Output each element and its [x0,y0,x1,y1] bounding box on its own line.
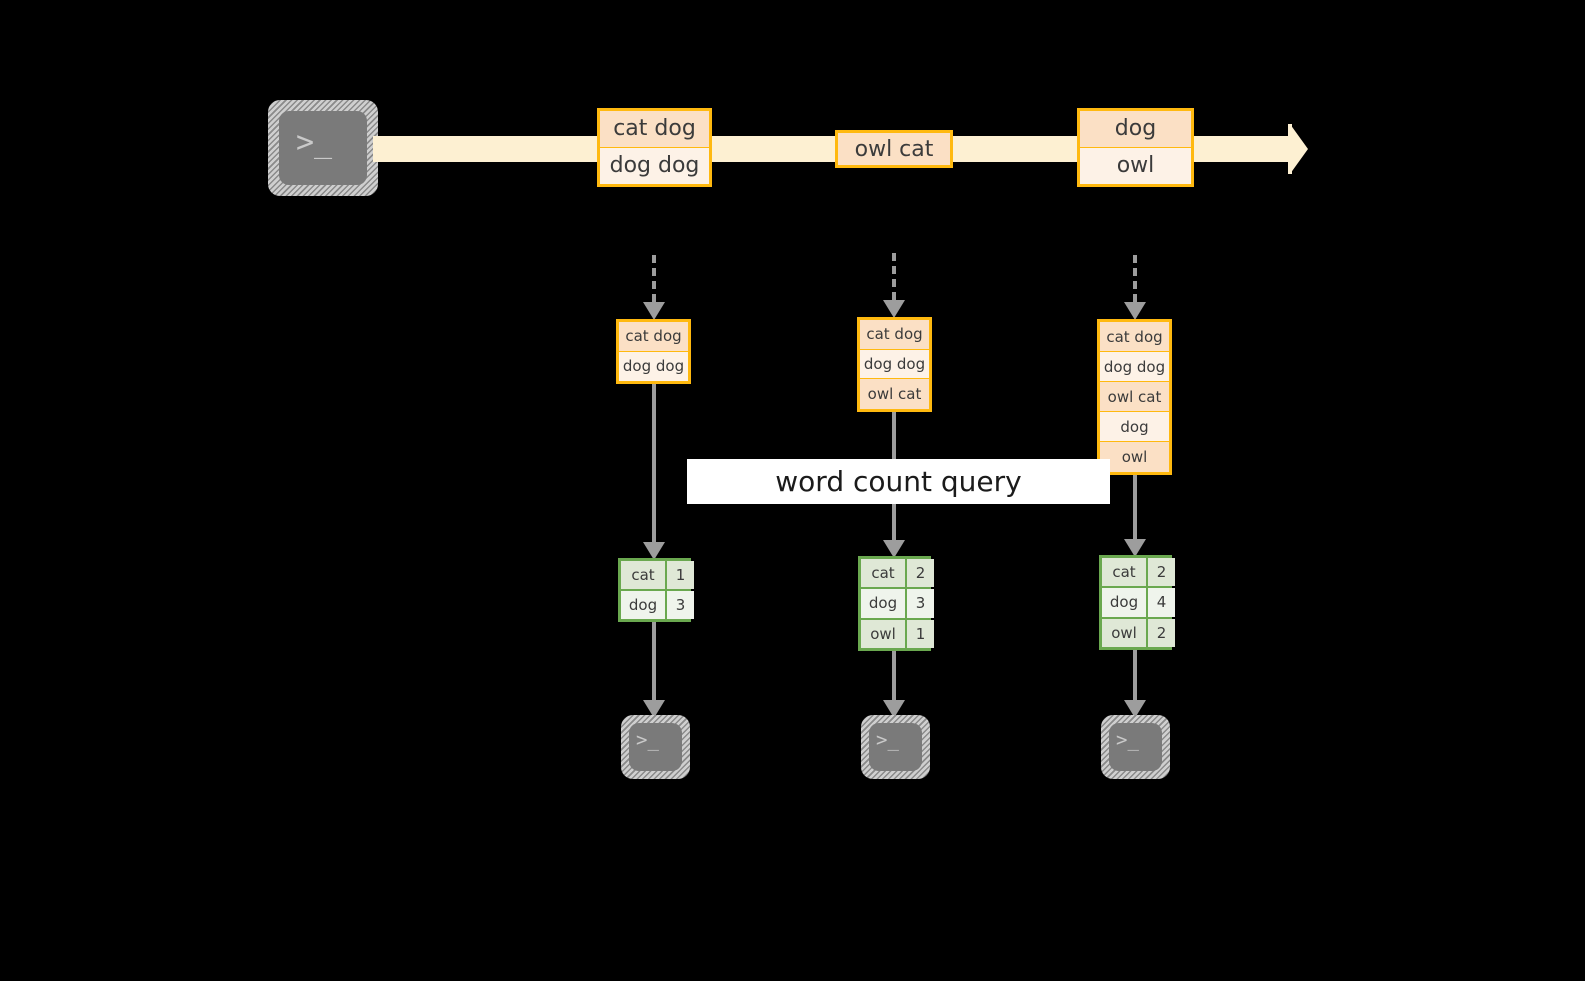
connector-arrow-head-icon [883,540,905,558]
connector-line [652,384,656,542]
snapshot-to-result-connector-1 [643,384,665,560]
connector-arrow-head-icon [1124,700,1146,718]
snapshot-stack-3: cat dog dog dog owl cat dog owl [1097,319,1172,475]
count-cell: 2 [1148,558,1175,587]
query-label-band: word count query [687,459,1110,504]
connector-arrow-head-icon [1124,302,1146,320]
connector-line [1133,650,1137,700]
record-line: dog dog [600,147,709,184]
result-to-sink-connector-3 [1124,650,1146,718]
connector-arrow-head-icon [643,700,665,718]
sink-terminal-icon-1: >_ [621,715,690,779]
count-cell: 3 [667,591,694,619]
terminal-face [629,723,682,771]
stream-to-snapshot-connector-1 [643,255,665,320]
table-row: cat 2 [1102,558,1175,589]
stream-record-3: dog owl [1077,108,1194,187]
table-row: dog 4 [1102,588,1175,619]
snapshot-stack-2: cat dog dog dog owl cat [857,317,932,412]
word-cell: cat [1102,558,1148,587]
connector-line [1133,475,1137,539]
connector-arrow-head-icon [883,300,905,318]
connector-arrow-head-icon [643,542,665,560]
record-line: owl [1080,147,1191,184]
terminal-face [279,111,367,185]
word-cell: dog [1102,588,1148,617]
word-cell: dog [861,589,907,618]
connector-line [892,651,896,700]
snapshot-line: dog [1100,412,1169,442]
stream-record-2: owl cat [835,130,953,168]
snapshot-line: owl [1100,442,1169,472]
record-line: owl cat [838,133,950,165]
result-table-1: cat 1 dog 3 [618,558,694,622]
terminal-prompt-glyph: >_ [296,125,333,160]
terminal-prompt-glyph: >_ [1116,729,1139,751]
word-cell: owl [1102,618,1148,647]
word-cell: owl [861,619,907,648]
snapshot-line: cat dog [860,320,929,350]
sink-terminal-icon-3: >_ [1101,715,1170,779]
snapshot-to-result-connector-3 [1124,475,1146,557]
record-line: dog [1080,111,1191,148]
count-cell: 1 [667,561,694,589]
result-to-sink-connector-2 [883,651,905,718]
terminal-face [869,723,922,771]
snapshot-stack-1: cat dog dog dog [616,319,691,384]
stream-arrow-head-icon [1290,124,1308,174]
connector-arrow-head-icon [883,700,905,718]
terminal-prompt-glyph: >_ [876,729,899,751]
word-cell: dog [621,591,667,619]
connector-arrow-head-icon [1124,539,1146,557]
table-row: owl 1 [861,619,934,648]
result-table-2: cat 2 dog 3 owl 1 [858,556,934,651]
snapshot-line: cat dog [619,322,688,352]
snapshot-line: dog dog [860,349,929,380]
count-cell: 4 [1148,588,1175,617]
snapshot-line: owl cat [860,379,929,409]
snapshot-line: cat dog [1100,322,1169,352]
stream-record-1: cat dog dog dog [597,108,712,187]
snapshot-line: dog dog [1100,352,1169,382]
table-row: cat 1 [621,561,694,591]
table-row: cat 2 [861,559,934,590]
connector-line [652,622,656,700]
record-line: cat dog [600,111,709,148]
result-table-3: cat 2 dog 4 owl 2 [1099,555,1175,650]
count-cell: 3 [907,589,934,618]
stream-to-snapshot-connector-3 [1124,255,1146,320]
connector-line [892,253,896,300]
stream-to-snapshot-connector-2 [883,253,905,318]
table-row: dog 3 [621,591,694,619]
connector-line [652,255,656,302]
count-cell: 1 [907,619,934,648]
sink-terminal-icon-2: >_ [861,715,930,779]
snapshot-line: dog dog [619,351,688,381]
source-terminal-icon: >_ [268,100,378,196]
connector-line [1133,255,1137,302]
query-label-text: word count query [775,465,1022,498]
count-cell: 2 [907,559,934,588]
terminal-prompt-glyph: >_ [636,729,659,751]
terminal-face [1109,723,1162,771]
word-cell: cat [621,561,667,589]
result-to-sink-connector-1 [643,622,665,718]
table-row: dog 3 [861,589,934,620]
word-cell: cat [861,559,907,588]
connector-arrow-head-icon [643,302,665,320]
table-row: owl 2 [1102,618,1175,647]
snapshot-line: owl cat [1100,382,1169,412]
count-cell: 2 [1148,618,1175,647]
